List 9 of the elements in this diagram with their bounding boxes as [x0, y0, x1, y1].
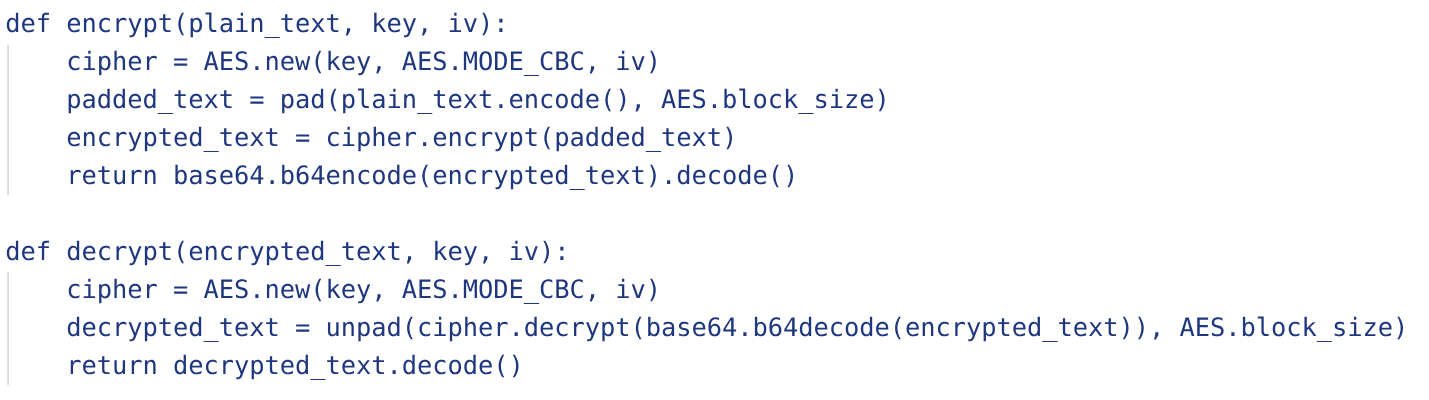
code-line: cipher = AES.new(key, AES.MODE_CBC, iv) [68, 278, 656, 304]
code-line: encrypted_text = cipher.encrypt(padded_text) [67, 126, 732, 152]
code-line: def encrypt(plain_text, key, iv): [6, 12, 503, 38]
code-line: decrypted_text = unpad(cipher.decrypt(base64.b64decode(encrypted_text)), AES.block_size) [67, 316, 1403, 342]
code-line: def decrypt(encrypted_text, key, iv): [6, 240, 564, 266]
code-line: padded_text = pad(plain_text.encode(), AES.block_size) [68, 88, 885, 114]
code-line: return base64.b64encode(encrypted_text).decode() [70, 164, 793, 190]
code-line: cipher = AES.new(key, AES.MODE_CBC, iv) [68, 50, 656, 76]
code-line: return decrypted_text.decode() [70, 354, 519, 380]
